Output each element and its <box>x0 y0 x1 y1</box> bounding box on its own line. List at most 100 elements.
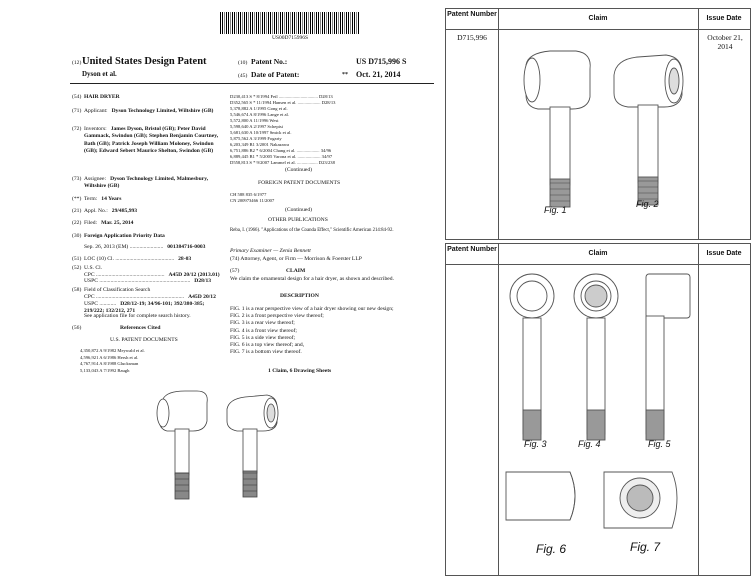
field-label: CPC ....................................… <box>84 294 185 300</box>
field-row: (51)LOC (10) Cl. .......................… <box>72 256 220 263</box>
front-dryer-front-view <box>226 394 279 498</box>
patent-no: US D715,996 S <box>356 57 407 66</box>
reference-row: 5,598,640 A 2/1997 Schepisi <box>230 124 283 129</box>
field-label: U.S. Cl. <box>84 265 103 271</box>
field-label: Inventors: <box>84 126 107 132</box>
other-pubs-title: OTHER PUBLICATIONS <box>268 217 328 223</box>
barcode <box>220 12 360 34</box>
description-line: FIG. 7 is a bottom view thereof. <box>230 349 302 356</box>
fig7-label: Fig. 7 <box>630 540 661 554</box>
field-code: (52) <box>72 265 82 271</box>
table2-header-claim: Claim <box>588 250 608 257</box>
date-label: Date of Patent: <box>251 70 300 79</box>
references-code: (56) <box>72 325 82 331</box>
patent-type-title: United States Design Patent <box>82 56 207 67</box>
field-row: CPC ....................................… <box>72 294 220 301</box>
attorney: (74) Attorney, Agent, or Firm — Morrison… <box>230 256 362 262</box>
field-value: Dyson Technology Limited, Wiltshire (GB) <box>111 108 214 114</box>
field-code: (58) <box>72 287 82 293</box>
field-row: Sep. 26, 2013 (EM) .....................… <box>72 244 220 251</box>
field-row: (73)Assignee:Dyson Technology Limited, M… <box>72 176 220 191</box>
reference-row: 6,889,445 B1 * 5/2005 Varona et al. ....… <box>230 154 333 159</box>
header-code-10: (10) <box>238 60 248 66</box>
reference-row: 6,203,349 B1 3/2001 Nakazawa <box>230 142 290 147</box>
fig1-fig2-drawings <box>523 50 684 208</box>
header-rule <box>70 83 434 84</box>
field-code: (30) <box>72 233 82 239</box>
claim-table-2: Patent Number Claim Issue Date Fig. 3 Fi… <box>445 243 751 576</box>
field-label: Assignee: <box>84 176 107 182</box>
drawing-sheets: 1 Claim, 6 Drawing Sheets <box>268 368 332 374</box>
description-line: FIG. 6 is a top view thereof; and, <box>230 342 305 348</box>
field-label: Filed: <box>84 220 98 226</box>
fig1-label: Fig. 1 <box>544 205 567 215</box>
field-row: (58)Field of Classification Search <box>72 287 220 294</box>
references-subtitle: U.S. PATENT DOCUMENTS <box>110 337 178 343</box>
reference-row: 5,378,882 A 1/1995 Gong et al. <box>230 106 288 111</box>
patent-front-page: US00D715996S (12) United States Design P… <box>70 12 434 500</box>
field-value: 29/485,993 <box>111 208 138 214</box>
field-row: (21)Appl. No.:29/485,993 <box>72 208 220 215</box>
field-row: (22)Filed:Mar. 25, 2014 <box>72 220 220 227</box>
field-value: HAIR DRYER <box>84 94 120 100</box>
patent-date: Oct. 21, 2014 <box>356 70 401 79</box>
claim-title: CLAIM <box>286 268 306 274</box>
field-code: (73) <box>72 176 82 182</box>
fig2-label: Fig. 2 <box>636 199 659 209</box>
field-value: A45D 20/12 <box>188 294 216 300</box>
reference-row: 5,875,562 A 3/1999 Fogarty <box>230 136 282 141</box>
reference-row: 5,546,674 A 8/1996 Lange et al. <box>230 112 289 117</box>
fig7-bottom-view <box>603 471 678 529</box>
table1-header-claim: Claim <box>588 15 608 22</box>
field-row: (**)Term:14 Years <box>72 196 220 203</box>
table1-col-divider-1 <box>498 9 499 239</box>
reference-row: 4,350,872 A 9/1982 Meywald et al. <box>80 348 145 353</box>
header-code-45: (45) <box>238 73 248 79</box>
examiner: Primary Examiner — Zenia Bennett <box>230 248 311 254</box>
table2-header-patent-number: Patent Number <box>447 246 497 253</box>
other-pubs-text: Reba, I. (1966). "Applications of the Co… <box>230 228 394 233</box>
fig2-front-perspective <box>613 54 684 206</box>
fig3-label: Fig. 3 <box>524 439 547 449</box>
field-label: Term: <box>84 196 98 202</box>
field-row: USPC ...................................… <box>72 278 220 285</box>
reference-row: 5,572,800 A 11/1996 West <box>230 118 279 123</box>
patent-no-label: Patent No.: <box>251 57 288 66</box>
field-code: (21) <box>72 208 82 214</box>
reference-row: D230,413 S * 8/1994 Feil ...............… <box>230 94 333 99</box>
table1-col-divider-2 <box>698 9 699 239</box>
fig1-rear-perspective <box>523 50 591 208</box>
foreign-row-1: CH 588 835 6/1977 <box>230 192 267 197</box>
field-label: Field of Classification Search <box>84 287 151 293</box>
field-code: (71) <box>72 108 82 114</box>
fig4-label: Fig. 4 <box>578 439 601 449</box>
field-label: See application file for complete search… <box>84 313 191 319</box>
fig6-label: Fig. 6 <box>536 542 567 556</box>
date-marks: ** <box>342 72 348 78</box>
field-code: (**) <box>72 196 82 202</box>
field-value: D28/12-19; 34/96-101; 392/380-385; 219/2… <box>84 301 205 315</box>
field-value: 28-03 <box>178 256 192 262</box>
field-row: (71)Applicant:Dyson Technology Limited, … <box>72 108 220 115</box>
table2-header-rule <box>446 264 750 265</box>
inventor-short: Dyson et al. <box>82 70 117 78</box>
continued-2: (Continued) <box>285 207 313 213</box>
field-row: (30)Foreign Application Priority Data <box>72 233 220 240</box>
field-value: Dyson Technology Limited, Malmesbury, Wi… <box>84 176 209 190</box>
fig5-side-view <box>645 273 691 441</box>
field-code: (72) <box>72 126 82 132</box>
front-dryer-rear-view <box>156 390 208 500</box>
field-value: A45D 20/12 (2013.01) <box>168 272 220 278</box>
field-label: Sep. 26, 2013 (EM) .....................… <box>84 244 164 250</box>
field-code: (22) <box>72 220 82 226</box>
field-code: (54) <box>72 94 82 100</box>
field-row: USPC ............D28/12-19; 34/96-101; 3… <box>72 301 220 316</box>
field-code: (51) <box>72 256 82 262</box>
description-line: FIG. 4 is a front view thereof; <box>230 327 297 334</box>
description-line: FIG. 5 is a side view thereof; <box>230 334 296 341</box>
reference-row: 5,681,630 A 10/1997 Smick et al. <box>230 130 292 135</box>
field-value: Foreign Application Priority Data <box>84 233 165 239</box>
fig3-to-fig7-drawings <box>505 273 691 529</box>
references-title: References Cited <box>120 325 161 331</box>
field-value: 001384716-0003 <box>167 244 206 250</box>
